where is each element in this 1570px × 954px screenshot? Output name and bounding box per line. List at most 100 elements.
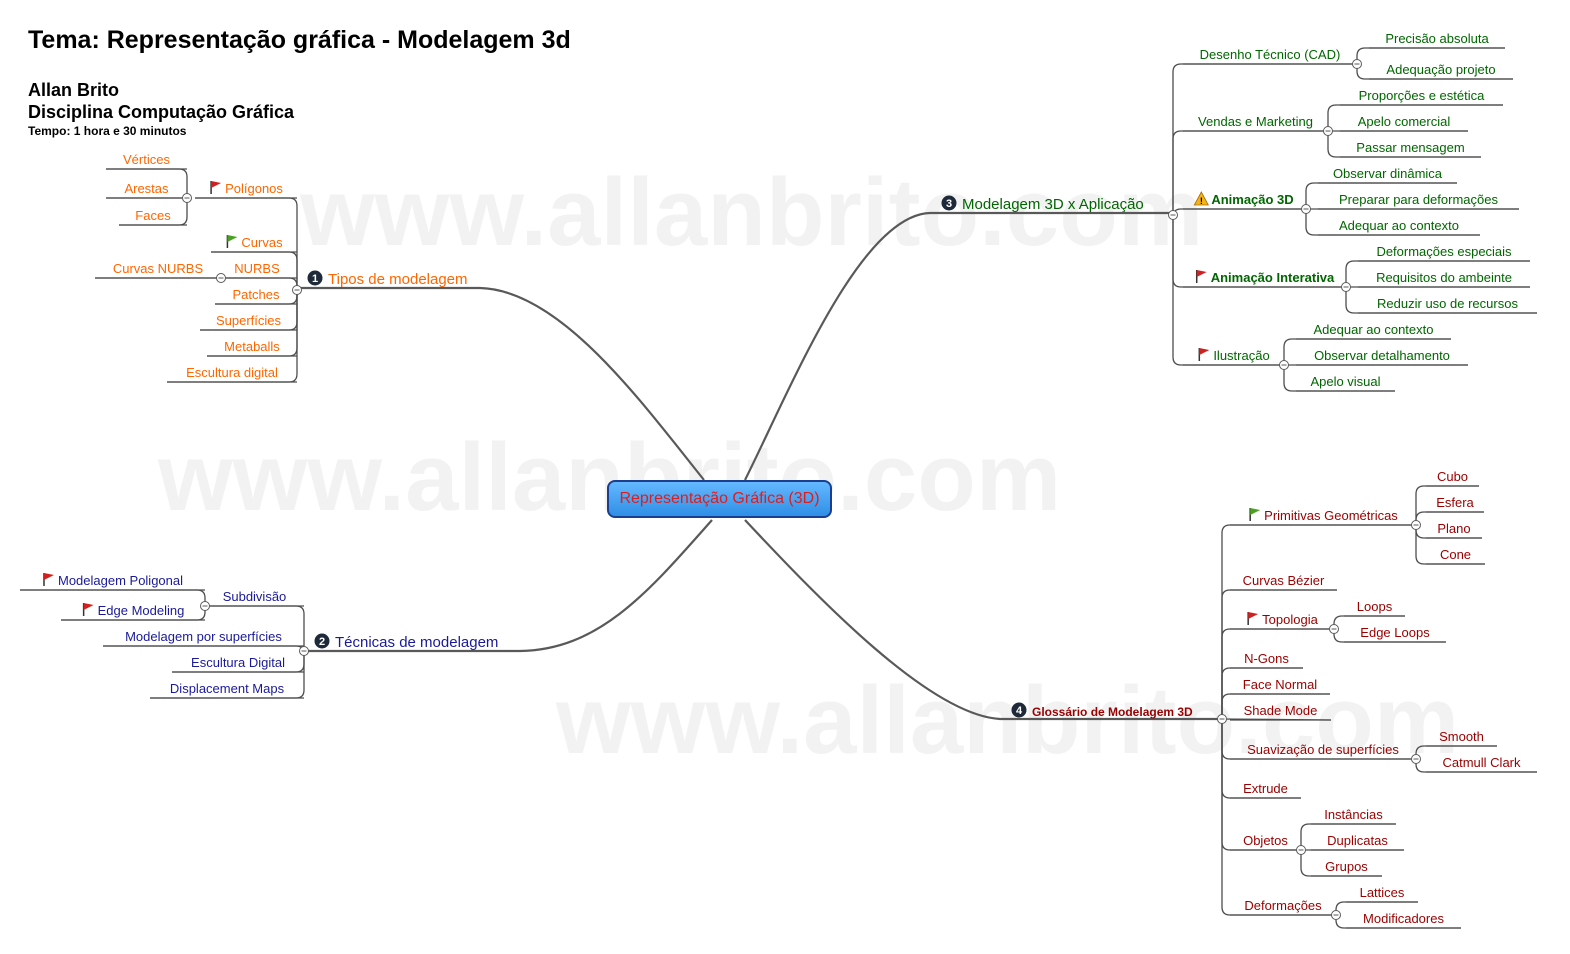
child-connector	[1221, 719, 1336, 916]
node-label: Displacement Maps	[170, 681, 285, 696]
subtopic-1[interactable]: Adequação projeto	[1369, 62, 1513, 80]
subtopic-3[interactable]: Cone	[1426, 547, 1485, 565]
topic-2[interactable]: Animação 3D	[1183, 192, 1306, 210]
child-connector	[1415, 511, 1484, 525]
subtopic-0[interactable]: Adequar ao contexto	[1296, 322, 1451, 340]
node-label: Loops	[1357, 599, 1393, 614]
subtopic-0[interactable]: Proporções e estética	[1340, 88, 1503, 106]
topic-6[interactable]: Escultura digital	[167, 365, 297, 383]
branch-title[interactable]: Modelagem 3D x Aplicação	[962, 196, 1144, 213]
subtopic-1[interactable]: Modificadores	[1346, 911, 1461, 929]
subtopic-1[interactable]: Requisitos do ambeinte	[1358, 270, 1530, 288]
topic-0[interactable]: Desenho Técnico (CAD)	[1183, 47, 1357, 65]
topic-2[interactable]: NURBS	[217, 261, 297, 279]
topic-3[interactable]: Displacement Maps	[150, 681, 304, 699]
collapse-toggle-icon[interactable]	[182, 193, 192, 203]
subtopic-nurbs[interactable]: Curvas NURBS	[95, 261, 221, 279]
subtopic-0[interactable]: Precisão absoluta	[1369, 31, 1505, 49]
branch-title[interactable]: Glossário de Modelagem 3D	[1032, 705, 1193, 719]
topic-1[interactable]: Curvas Bézier	[1230, 573, 1337, 591]
collapse-toggle-icon[interactable]	[1168, 210, 1178, 220]
topic-3[interactable]: N-Gons	[1230, 651, 1303, 669]
collapse-toggle-icon[interactable]	[1301, 204, 1311, 214]
subtopic-0[interactable]: Instâncias	[1311, 807, 1396, 825]
topic-1[interactable]: Vendas e Marketing	[1183, 114, 1328, 132]
node-label: Cubo	[1437, 469, 1468, 484]
subtopic-2[interactable]: Plano	[1426, 521, 1482, 539]
topic-0[interactable]: Polígonos	[195, 181, 297, 199]
child-connector	[1300, 823, 1396, 850]
topic-5[interactable]: Shade Mode	[1230, 703, 1331, 721]
subtopic-0[interactable]: Lattices	[1346, 885, 1418, 903]
topic-0[interactable]: Primitivas Geométricas	[1230, 508, 1416, 526]
collapse-toggle-icon[interactable]	[1323, 126, 1333, 136]
collapse-toggle-icon[interactable]	[1411, 754, 1421, 764]
topic-0[interactable]: Subdivisão	[205, 589, 304, 607]
collapse-toggle-icon[interactable]	[1329, 624, 1339, 634]
collapse-toggle-icon[interactable]	[1331, 910, 1341, 920]
svg-text:!: !	[1200, 196, 1203, 206]
subtopic-0[interactable]: Observar dinâmica	[1318, 166, 1457, 184]
node-label: Curvas NURBS	[113, 261, 204, 276]
topic-4[interactable]: Ilustração	[1183, 348, 1284, 366]
red-flag-icon	[1198, 348, 1210, 361]
subtopic-0[interactable]: Deformações especiais	[1358, 244, 1530, 262]
subtopic-1[interactable]: Edge Loops	[1344, 625, 1446, 643]
collapse-toggle-icon[interactable]	[1296, 845, 1306, 855]
node-label: Animação Interativa	[1211, 270, 1335, 285]
topic-1[interactable]: Modelagem por superfícies	[103, 629, 304, 647]
topic-9[interactable]: Deformações	[1230, 898, 1336, 916]
branch-title[interactable]: Tipos de modelagem	[328, 271, 468, 288]
node-label: Curvas	[241, 235, 283, 250]
duration-text: Tempo: 1 hora e 30 minutos	[28, 124, 187, 138]
collapse-toggle-icon[interactable]	[1341, 282, 1351, 292]
subtopic-1[interactable]: Preparar para deformações	[1318, 192, 1519, 210]
topic-6[interactable]: Suavização de superfícies	[1230, 742, 1416, 760]
subtopic-0[interactable]: Cubo	[1426, 469, 1479, 487]
subtopic-1[interactable]: Arestas	[106, 181, 187, 199]
collapse-toggle-icon[interactable]	[1217, 714, 1227, 724]
topic-8[interactable]: Objetos	[1230, 833, 1301, 851]
subtopic-1[interactable]: Apelo comercial	[1340, 114, 1468, 132]
subtopic-1[interactable]: Duplicatas	[1311, 833, 1404, 851]
red-flag-icon	[82, 603, 94, 616]
topic-4[interactable]: Face Normal	[1230, 677, 1330, 695]
subtopic-0[interactable]: Vértices	[106, 152, 187, 170]
subtopic-2[interactable]: Faces	[119, 208, 187, 226]
node-label: Esfera	[1436, 495, 1474, 510]
central-topic[interactable]: Representação Gráfica (3D)	[607, 480, 832, 518]
topic-7[interactable]: Extrude	[1230, 781, 1301, 799]
node-label: Grupos	[1325, 859, 1368, 874]
subtopic-1[interactable]: Esfera	[1426, 495, 1484, 513]
collapse-toggle-icon[interactable]	[1411, 520, 1421, 530]
topic-2[interactable]: Escultura Digital	[172, 655, 304, 673]
subtopic-0[interactable]: Loops	[1344, 599, 1405, 617]
collapse-toggle-icon[interactable]	[292, 285, 302, 295]
node-label: Passar mensagem	[1356, 140, 1464, 155]
subtopic-2[interactable]: Adequar ao contexto	[1318, 218, 1480, 236]
topic-4[interactable]: Superfícies	[200, 313, 297, 331]
subtopic-1[interactable]: Edge Modeling	[61, 603, 205, 621]
collapse-toggle-icon[interactable]	[299, 646, 309, 656]
branch-title[interactable]: Técnicas de modelagem	[335, 634, 498, 651]
subtopic-1[interactable]: Catmull Clark	[1426, 755, 1537, 773]
subtopic-2[interactable]: Passar mensagem	[1340, 140, 1481, 158]
topic-2[interactable]: Topologia	[1230, 612, 1334, 630]
subtopic-1[interactable]: Observar detalhamento	[1296, 348, 1468, 366]
subtopic-0[interactable]: Modelagem Poligonal	[20, 573, 205, 591]
collapse-toggle-icon[interactable]	[1352, 59, 1362, 69]
green-flag-icon	[1249, 508, 1261, 521]
topic-1[interactable]: Curvas	[211, 235, 297, 253]
collapse-toggle-icon[interactable]	[200, 601, 210, 611]
subtopic-2[interactable]: Apelo visual	[1296, 374, 1395, 392]
child-connector	[1221, 693, 1330, 719]
collapse-toggle-icon[interactable]	[1279, 360, 1289, 370]
collapse-toggle-icon[interactable]	[216, 273, 226, 283]
subtopic-0[interactable]: Smooth	[1426, 729, 1497, 747]
subtopic-2[interactable]: Grupos	[1311, 859, 1382, 877]
topic-3[interactable]: Patches	[215, 287, 297, 305]
topic-3[interactable]: Animação Interativa	[1183, 270, 1346, 288]
subtopic-2[interactable]: Reduzir uso de recursos	[1358, 296, 1537, 314]
topic-5[interactable]: Metaballs	[207, 339, 297, 357]
